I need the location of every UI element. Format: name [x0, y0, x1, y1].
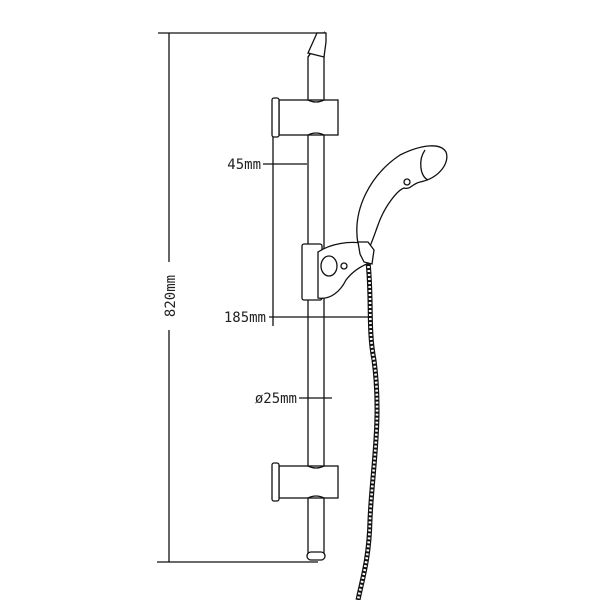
- diameter-dimension: ø25mm: [255, 391, 332, 407]
- projection-label: 185mm: [224, 310, 266, 326]
- slider-holder: [301, 241, 375, 301]
- height-dimension: 820mm: [157, 32, 326, 563]
- shower-handset: [356, 145, 448, 247]
- bracket-offset-label: 45mm: [227, 157, 261, 173]
- projection-dimension: 185mm: [224, 310, 372, 326]
- lower-wall-bracket: [271, 462, 339, 502]
- bracket-offset-dimension: 45mm: [227, 137, 307, 326]
- upper-wall-bracket: [271, 97, 339, 138]
- rail-top-cap: [307, 32, 327, 58]
- diameter-label: ø25mm: [255, 391, 297, 407]
- rail-bottom-cap: [306, 551, 326, 561]
- shower-hose: [355, 261, 380, 600]
- height-label: 820mm: [163, 275, 179, 317]
